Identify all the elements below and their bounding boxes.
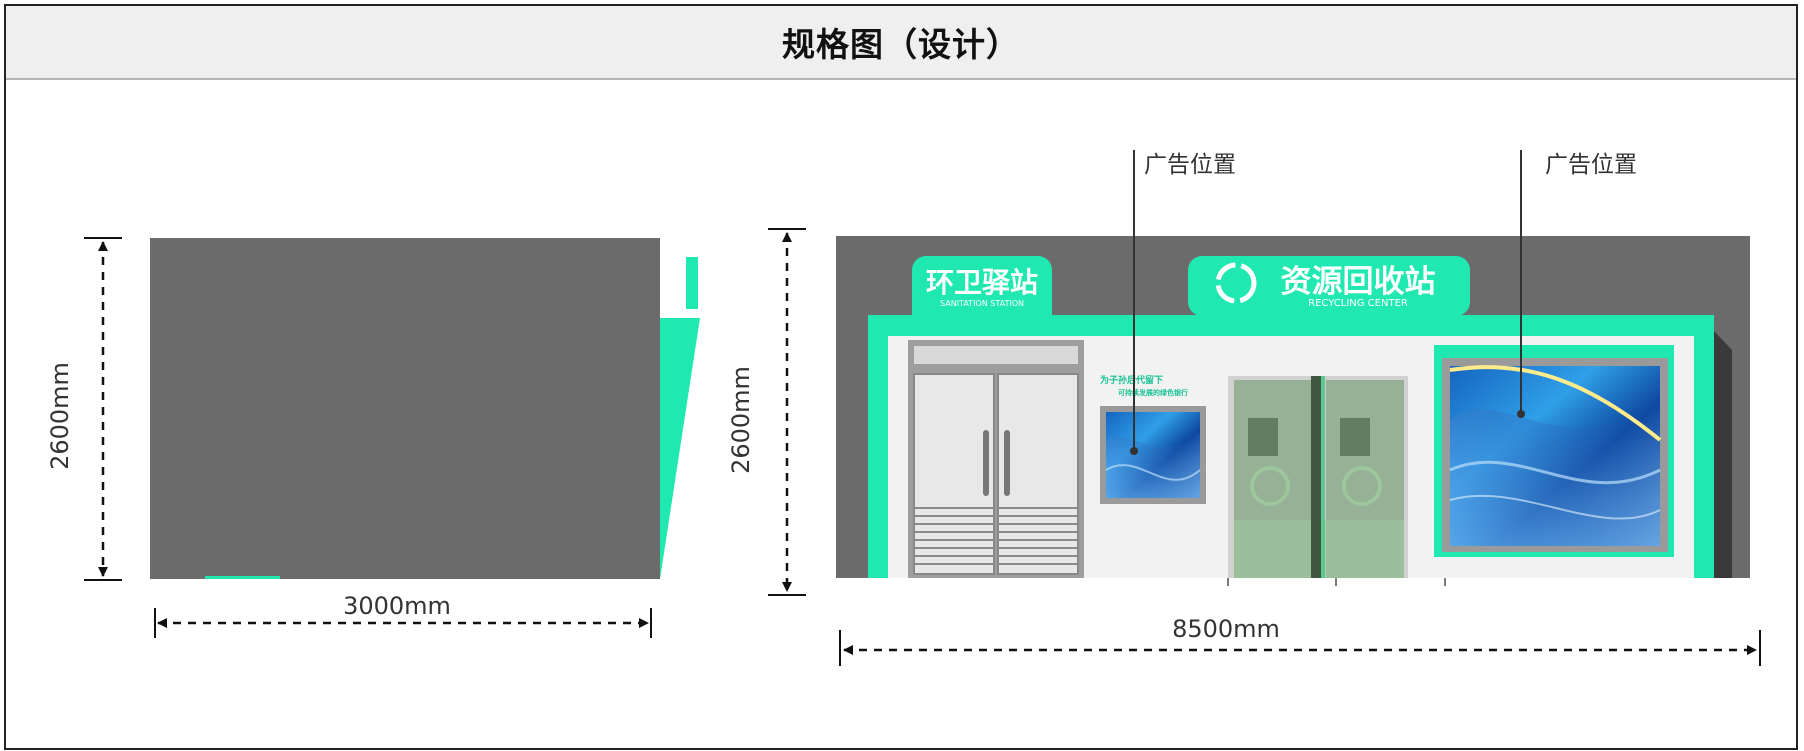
ad-callout-1-label: 广告位置 — [1144, 152, 1236, 178]
front-height-dimension: 2600mm — [727, 228, 806, 596]
left-width-dimension: 3000mm — [154, 592, 652, 638]
recycling-machines — [1228, 376, 1408, 578]
slogan-line-1: 为子孙后代留下 — [1100, 374, 1163, 386]
small-ad-screen — [1100, 406, 1206, 504]
recycle-icon — [1215, 262, 1257, 304]
ad-callout-2: 广告位置 — [1517, 150, 1637, 418]
left-height-dimension: 2600mm — [46, 237, 122, 581]
slogan-line-2: 可持续发展的绿色银行 — [1118, 388, 1188, 397]
sign-2-subtitle: RECYCLING CENTER — [1308, 298, 1408, 309]
sign-sanitation-station: 环卫驿站 SANITATION STATION — [912, 256, 1052, 316]
sign-1-subtitle: SANITATION STATION — [940, 299, 1024, 308]
sign-recycling-center: 资源回收站 RECYCLING CENTER — [1188, 256, 1470, 316]
page-title: 规格图（设计） — [782, 25, 1020, 64]
front-width-label: 8500mm — [1172, 615, 1280, 643]
ground-ticks — [1227, 578, 1446, 586]
left-side-view: 2600mm 3000mm — [46, 237, 700, 638]
front-elevation-view: 为子孙后代留下 可持续发展的绿色银行 — [727, 150, 1761, 666]
double-door — [908, 340, 1084, 578]
large-ad-screen — [1434, 345, 1674, 557]
side-wall — [150, 238, 660, 579]
ad-callout-2-label: 广告位置 — [1545, 152, 1637, 178]
sign-1-title: 环卫驿站 — [926, 266, 1038, 299]
side-green-edge — [660, 318, 700, 579]
left-height-label: 2600mm — [46, 362, 74, 470]
left-width-label: 3000mm — [343, 592, 451, 620]
sign-2-title: 资源回收站 — [1281, 264, 1436, 300]
ad-callout-1: 广告位置 — [1130, 150, 1236, 455]
side-green-post — [686, 257, 698, 309]
side-green-base — [205, 576, 280, 579]
frame-shadow — [1714, 331, 1732, 578]
front-height-label: 2600mm — [727, 366, 755, 474]
header-bar: 规格图（设计） — [6, 6, 1796, 80]
front-width-dimension: 8500mm — [839, 615, 1761, 666]
